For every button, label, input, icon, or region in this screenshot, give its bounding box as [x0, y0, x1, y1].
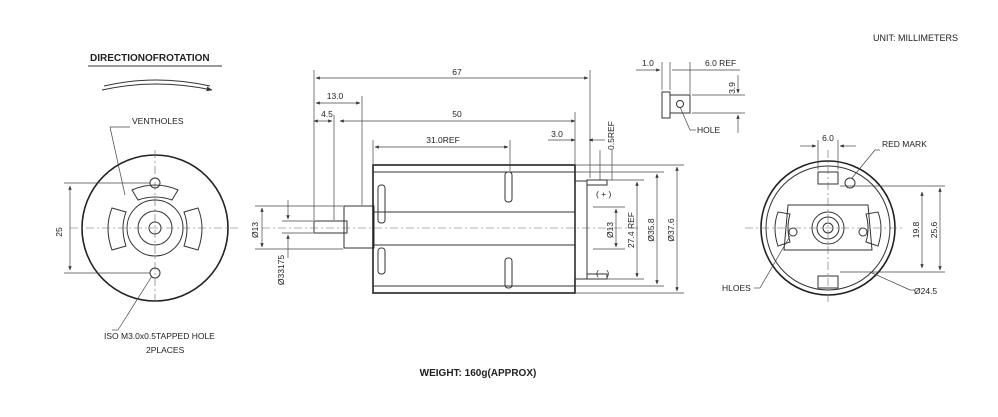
dim-3-0: 3.0 [551, 129, 563, 139]
dim-27-4-ref: 27.4 REF [626, 212, 636, 248]
rear-brush-holder [783, 204, 873, 251]
terminal-bottom [817, 275, 839, 289]
rear-hole-right [858, 227, 868, 237]
body-slot-upper-r [504, 171, 513, 203]
dim-67: 67 [452, 67, 462, 77]
dim-d13-shaft: Ø13 [250, 222, 260, 238]
body-slot-lower [377, 247, 386, 275]
body-slot-lower-r [504, 257, 513, 289]
dim-0-5-ref: 0.5REF [606, 121, 616, 150]
side-view: 67 13.0 4.5 50 31.0REF 3.0 0.5REF Ø13 Ø3… [250, 67, 684, 294]
end-cap [574, 180, 588, 280]
unit-label: UNIT: MILLIMETERS [873, 33, 958, 43]
vent-hole-top [131, 184, 179, 201]
dim-25: 25 [54, 227, 64, 237]
plus-label: ( + ) [596, 189, 612, 199]
vent-hole-left [107, 207, 127, 251]
hole-label: HOLE [697, 125, 720, 135]
vent-holes-label: VENTHOLES [132, 116, 184, 126]
front-boss [343, 205, 375, 249]
terminal-hole [676, 100, 684, 108]
terminal-detail: 1.0 6.0 REF 3.9 HOLE [636, 58, 745, 135]
shaft [313, 220, 348, 234]
dim-13: 13.0 [327, 91, 344, 101]
dim-3-9: 3.9 [727, 82, 737, 94]
dim-d37-6: Ø37.6 [666, 218, 676, 241]
rotation-arrow-2 [103, 79, 211, 87]
rear-vent-right [865, 211, 882, 247]
dim-50: 50 [452, 109, 462, 119]
dim-31-ref: 31.0REF [426, 135, 460, 145]
dim-d24-5: Ø24.5 [914, 286, 937, 296]
rear-hole-left [788, 227, 798, 237]
rotation-arrow [101, 83, 213, 92]
red-mark-label: RED MARK [882, 139, 927, 149]
terminal-minus [586, 273, 608, 280]
front-view: DIRECTIONOFROTATION VENTHOLES 25 ISO M3.… [54, 53, 240, 355]
dim-6-0: 6.0 [822, 133, 834, 143]
dim-d3175: Ø33175 [276, 255, 286, 286]
dim-4-5: 4.5 [321, 109, 333, 119]
tapped-hole-places: 2PLACES [146, 345, 185, 355]
holes-label: HLOES [722, 283, 751, 293]
tapped-hole-label: ISO M3.0x0.5TAPPED HOLE [104, 331, 215, 341]
body-slot-upper [377, 184, 386, 224]
motor-body [372, 164, 576, 294]
terminal-body [661, 91, 671, 119]
weight-label: WEIGHT: 160g(APPROX) [420, 368, 537, 379]
vent-hole-right [183, 207, 203, 251]
minus-label: ( - ) [596, 268, 609, 278]
dim-19-8: 19.8 [911, 221, 921, 238]
rear-vent-left [774, 211, 791, 247]
red-mark [844, 177, 856, 189]
terminal-tab [669, 94, 691, 114]
direction-of-rotation-title: DIRECTIONOFROTATION [90, 53, 210, 64]
dim-6-0-ref: 6.0 REF [705, 58, 736, 68]
dim-1-0: 1.0 [642, 58, 654, 68]
dim-d35-8: Ø35.8 [646, 218, 656, 241]
rear-view: 6.0 RED MARK 19.8 25.6 HLOES Ø24.5 [722, 133, 945, 305]
dim-d13: Ø13 [605, 222, 615, 238]
terminal-plus [586, 179, 608, 186]
dim-25-6: 25.6 [929, 221, 939, 238]
